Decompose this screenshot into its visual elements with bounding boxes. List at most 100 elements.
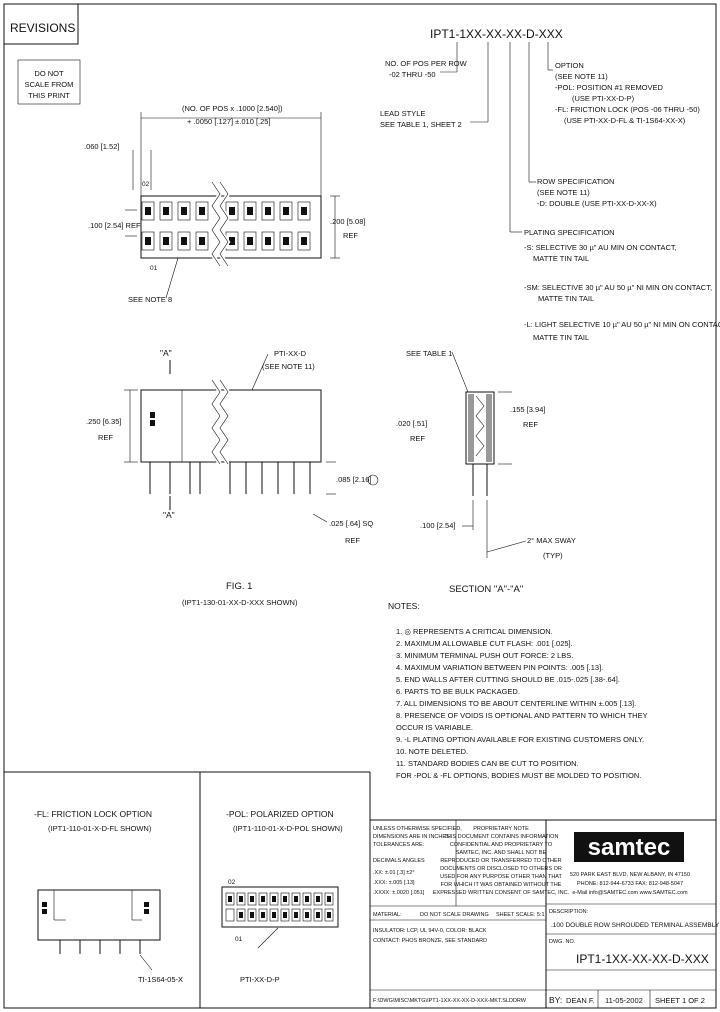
pol-pin-square <box>228 896 232 902</box>
plating-sm-tail: MATTE TIN TAIL <box>538 294 594 303</box>
pol-pin-cell <box>291 908 301 922</box>
plating-l: -L: LIGHT SELECTIVE 10 µ" AU 50 µ" NI MI… <box>524 320 720 329</box>
pin-cell <box>159 231 173 251</box>
pin-cell <box>159 201 173 221</box>
side-view-body <box>140 389 322 463</box>
note-line: 7. ALL DIMENSIONS TO BE ABOUT CENTERLINE… <box>396 699 636 708</box>
pol-pin-square <box>305 912 309 918</box>
fl-part-label: TI-1S64-05-X <box>138 975 183 984</box>
pin-cell <box>279 201 293 221</box>
pol-pin-cell <box>324 892 334 906</box>
pol-pin-cell <box>258 892 268 906</box>
note-line: 6. PARTS TO BE BULK PACKAGED. <box>396 687 520 696</box>
note-line: OCCUR IS VARIABLE. <box>396 723 473 732</box>
note-line: 4. MAXIMUM VARIATION BETWEEN PIN POINTS:… <box>396 663 603 672</box>
option-fl: -FL: FRICTION LOCK (POS -06 THRU -50) <box>555 105 700 114</box>
title-block <box>369 819 716 1008</box>
tb-material-label: MATERIAL: <box>373 912 402 918</box>
pol-pin-square <box>272 912 276 918</box>
option-pol-use: (USE PTI-XX-D-P) <box>572 94 635 103</box>
pol-pin-cell <box>236 892 246 906</box>
pin-square <box>265 207 271 215</box>
tb-tol-2: .XX: ±.01 [.3] ±2° <box>373 870 415 876</box>
pin-cell <box>141 201 155 221</box>
tb-date: 11-05-2002 <box>605 996 643 1005</box>
pol-pin-square <box>272 896 276 902</box>
pol-pin-cell <box>236 908 246 922</box>
no-scale-line-3: THIS PRINT <box>28 91 70 100</box>
pol-pin-cell <box>225 908 235 922</box>
no-scale-line-2: SCALE FROM <box>25 80 74 89</box>
pol-pin-cell <box>313 892 323 906</box>
plating-title: PLATING SPECIFICATION <box>524 228 615 237</box>
tb-dwg-no: IPT1-1XX-XX-XX-D-XXX <box>576 952 709 966</box>
fl-option-subtitle: (IPT1-110-01-X-D-FL SHOWN) <box>48 824 152 833</box>
pin-01-label: 01 <box>150 265 158 272</box>
fl-option-title: -FL: FRICTION LOCK OPTION <box>34 809 152 819</box>
tb-file-path: F:\DWG\MISC\MKTG\IPT1-1XX-XX-XX-D-XXX-MK… <box>373 998 527 1004</box>
dim-155: .155 [3.94] <box>510 405 545 414</box>
pin-cell <box>297 231 311 251</box>
pol-pin-square <box>316 912 320 918</box>
option-note: (SEE NOTE 11) <box>555 72 608 81</box>
see-note-8: SEE NOTE 8 <box>128 295 172 304</box>
body-label-note: (SEE NOTE 11) <box>262 362 315 371</box>
pin-square <box>283 207 289 215</box>
pin-square <box>283 237 289 245</box>
pol-pin-square <box>316 896 320 902</box>
plating-s: -S: SELECTIVE 30 µ" AU MIN ON CONTACT, <box>524 243 677 252</box>
pol-pin-square <box>305 896 309 902</box>
pin-square <box>229 207 235 215</box>
tb-address-2: PHONE: 812-944-6733 FAX: 812-948-5047 <box>577 881 683 887</box>
note-line: 2. MAXIMUM ALLOWABLE CUT FLASH: .001 [.0… <box>396 639 573 648</box>
pos-per-row-range: -02 THRU -50 <box>389 70 436 79</box>
section-marker-a-bottom: "A" <box>163 510 175 520</box>
lead-style-title: LEAD STYLE <box>380 109 425 118</box>
pol-pin-square <box>250 912 254 918</box>
pol-pin-cell <box>302 892 312 906</box>
section-view: SEE TABLE 1 .020 [.51] REF .155 [3.94] R… <box>396 349 576 595</box>
dim-025-sq: .025 [.64] SQ <box>329 519 373 528</box>
option-fl-use: (USE PTI-XX-D-FL & TI-1S64-XX-X) <box>564 116 686 125</box>
dim-250: .250 [6.35] <box>86 417 121 426</box>
option-title: OPTION <box>555 61 584 70</box>
tb-insulator: INSULATOR: LCP, UL 94V-0, COLOR: BLACK <box>373 928 487 934</box>
pol-pin-square <box>327 912 331 918</box>
lead-style-ref: SEE TABLE 1, SHEET 2 <box>380 120 462 129</box>
pin-square <box>265 237 271 245</box>
fig-subtitle: (IPT1-130-01-XX-D-XXX SHOWN) <box>182 598 298 607</box>
dim-060: .060 [1.52] <box>84 142 119 151</box>
pol-pin-01: 01 <box>235 936 243 943</box>
sway-typ: (TYP) <box>543 551 563 560</box>
proprietary-line: SAMTEC, INC. AND SHALL NOT BE <box>456 850 547 856</box>
top-view: (NO. OF POS x .1000 [2.540]) + .0050 [.1… <box>84 104 365 304</box>
pol-pin-cell <box>269 908 279 922</box>
note-line: FOR -POL & -FL OPTIONS, BODIES MUST BE M… <box>396 771 641 780</box>
pol-pin-square <box>283 896 287 902</box>
fig-title: FIG. 1 <box>226 581 252 592</box>
pin-cell <box>141 231 155 251</box>
dim-100-ref: .100 [2.54] REF <box>88 221 141 230</box>
pol-pin-square <box>294 912 298 918</box>
pin-cell <box>297 201 311 221</box>
overall-length-dim: (NO. OF POS x .1000 [2.540]) <box>182 104 283 113</box>
plating-l-tail: MATTE TIN TAIL <box>533 333 589 342</box>
plating-s-tail: MATTE TIN TAIL <box>533 254 589 263</box>
notes-title: NOTES: <box>388 601 420 611</box>
tb-description-label: DESCRIPTION: <box>549 909 589 915</box>
proprietary-line: EXPRESSED WRITTEN CONSENT OF SAMTEC, INC… <box>433 890 570 896</box>
dim-020: .020 [.51] <box>396 419 427 428</box>
pin-square <box>163 207 169 215</box>
plating-sm: -SM: SELECTIVE 30 µ" AU 50 µ" NI MIN ON … <box>524 283 712 292</box>
pin-cell <box>195 231 209 251</box>
pin-square <box>145 237 151 245</box>
note-line: 1. ◎ REPRESENTS A CRITICAL DIMENSION. <box>396 627 553 636</box>
tb-do-not-scale: DO NOT SCALE DRAWING <box>420 912 489 918</box>
pin-cell <box>177 231 191 251</box>
pol-pin-cell <box>247 908 257 922</box>
pin-cell <box>177 201 191 221</box>
pol-pin-square <box>239 912 243 918</box>
pin-square <box>181 207 187 215</box>
